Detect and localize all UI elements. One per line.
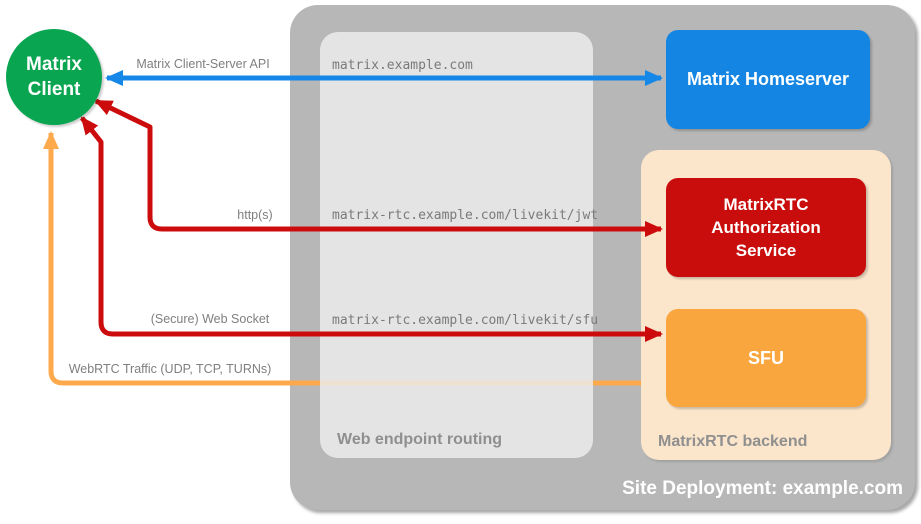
sfu-node: SFU [666, 309, 866, 407]
matrix-homeserver-label: Matrix Homeserver [686, 69, 850, 89]
livekit-jwt-endpoint-label: matrix-rtc.example.com/livekit/jwt [332, 208, 599, 223]
matrix-client-label: Matrix Client [26, 54, 82, 100]
secure-web-socket-edge-label: (Secure) Web Socket [150, 312, 270, 326]
sfu-label: SFU [748, 347, 784, 368]
matrixrtc-authorization-service-label: MatrixRTC Authorization Service [711, 195, 821, 260]
livekit-sfu-endpoint-label: matrix-rtc.example.com/livekit/sfu [332, 313, 599, 328]
webrtc-traffic-edge-label: WebRTC Traffic (UDP, TCP, TURNs) [68, 362, 272, 376]
matrixrtc-backend-label: MatrixRTC backend [658, 433, 808, 450]
matrix-homeserver-node: Matrix Homeserver [666, 30, 870, 129]
web-endpoint-routing-label: Web endpoint routing [337, 431, 503, 448]
homeserver-endpoint-label: matrix.example.com [332, 58, 473, 73]
web-endpoint-routing-container: Web endpoint routing [320, 32, 593, 458]
matrixrtc-authorization-service-node: MatrixRTC Authorization Service [666, 178, 866, 277]
client-server-api-edge-label: Matrix Client-Server API [136, 57, 270, 71]
matrix-client-node: Matrix Client [6, 29, 102, 125]
https-edge-label: http(s) [237, 208, 273, 222]
site-deployment-label: Site Deployment: example.com [622, 478, 903, 499]
